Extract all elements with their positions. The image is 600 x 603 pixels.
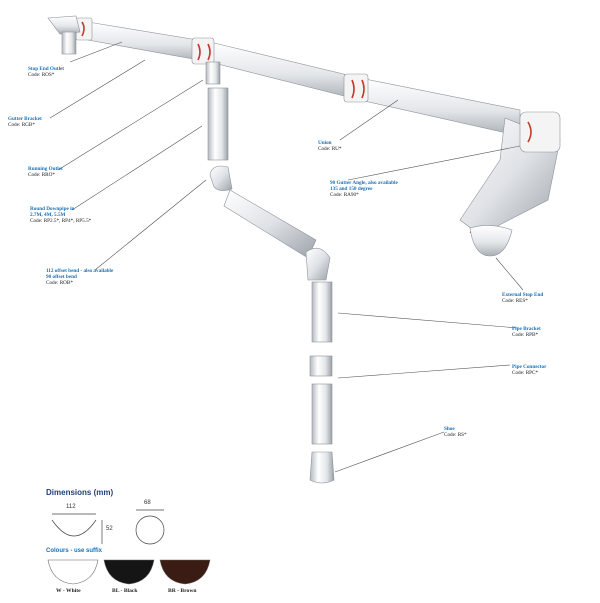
- part-name: 90 Gutter Angle, also available: [330, 180, 398, 186]
- part-code: Code: RP2.5*, RP4*, RP5.5*: [30, 218, 92, 225]
- part-code: Code: ROB*: [46, 280, 73, 287]
- swatch-brown: [159, 559, 211, 585]
- dimensions-title: Dimensions (mm): [46, 488, 114, 497]
- part-name: Pipe Connector: [512, 364, 547, 370]
- label-pipe-connector: Pipe Connector Code: RPC*: [512, 364, 546, 376]
- part-code: Code: RPB*: [512, 332, 539, 339]
- label-gutter-angle: 90 Gutter Angle, also available 135 and …: [330, 180, 398, 199]
- label-external-stop-end: External Stop End Code: RES*: [502, 292, 543, 304]
- part-name-2: 2.7M, 4M, 5.5M: [30, 212, 66, 219]
- swatch-label-black: BL - Black: [112, 588, 138, 594]
- part-name: Union: [318, 140, 332, 146]
- part-name-2: 90 offset bend: [46, 274, 77, 281]
- leader-lines: [49, 41, 524, 473]
- label-shoe: Shoe Code: RS*: [444, 426, 467, 438]
- external-stop-end-shape: [469, 225, 513, 257]
- dimension-drawings: [51, 509, 165, 545]
- part-name-2: 135 and 150 degree: [330, 186, 373, 193]
- part-name: Round Downpipe in: [30, 206, 75, 212]
- part-name: Pipe Bracket: [512, 326, 541, 332]
- part-code: Code: RA90*: [330, 192, 359, 199]
- colours-title: Colours - use suffix: [46, 548, 103, 554]
- label-pipe-bracket: Pipe Bracket Code: RPB*: [512, 326, 541, 338]
- pipe-diameter-value: 68: [144, 500, 151, 506]
- swatch-label-white: W - White: [56, 588, 81, 594]
- label-running-outlet: Running Outlet Code: RRO*: [28, 166, 63, 178]
- gutter-profile-dim: [51, 519, 97, 537]
- offset-bend-shape: [209, 165, 331, 281]
- part-name: Shoe: [444, 426, 455, 432]
- gutter-depth-value: 52: [106, 526, 113, 532]
- swatch-black: [103, 559, 155, 585]
- part-name: External Stop End: [502, 292, 544, 298]
- part-name: 112 offset bend - also available: [46, 268, 114, 274]
- part-code: Code: ROS*: [28, 72, 55, 79]
- part-code: Code: RS*: [444, 432, 467, 439]
- swatch-white: [47, 559, 99, 585]
- downpipe-lower: [309, 281, 335, 484]
- label-round-downpipe: Round Downpipe in 2.7M, 4M, 5.5M Code: R…: [30, 206, 91, 225]
- part-name: Running Outlet: [28, 166, 63, 172]
- part-code: Code: RU*: [318, 146, 342, 153]
- part-code: Code: RGB*: [8, 122, 35, 129]
- label-union: Union Code: RU*: [318, 140, 342, 152]
- running-outlet-spout: [205, 61, 221, 85]
- part-name: Stop End Outlet: [28, 66, 65, 72]
- colour-swatches: [47, 559, 211, 585]
- label-stop-end-outlet: Stop End Outlet Code: ROS*: [28, 66, 64, 78]
- part-name: Gutter Bracket: [8, 116, 42, 122]
- part-code: Code: RES*: [502, 298, 528, 305]
- stop-end-outlet-shape: [47, 15, 81, 55]
- gutter-width-value: 112: [66, 504, 76, 510]
- part-code: Code: RPC*: [512, 370, 539, 377]
- downpipe-upper: [207, 87, 229, 161]
- swatch-label-brown: BR - Brown: [168, 588, 197, 594]
- red-seals: [81, 21, 532, 237]
- pipe-profile-dim: [135, 515, 165, 545]
- gutter-run: [87, 21, 561, 236]
- part-code: Code: RRO*: [28, 172, 55, 179]
- label-gutter-bracket: Gutter Bracket Code: RGB*: [8, 116, 42, 128]
- label-offset-bend: 112 offset bend - also available 90 offs…: [46, 268, 113, 287]
